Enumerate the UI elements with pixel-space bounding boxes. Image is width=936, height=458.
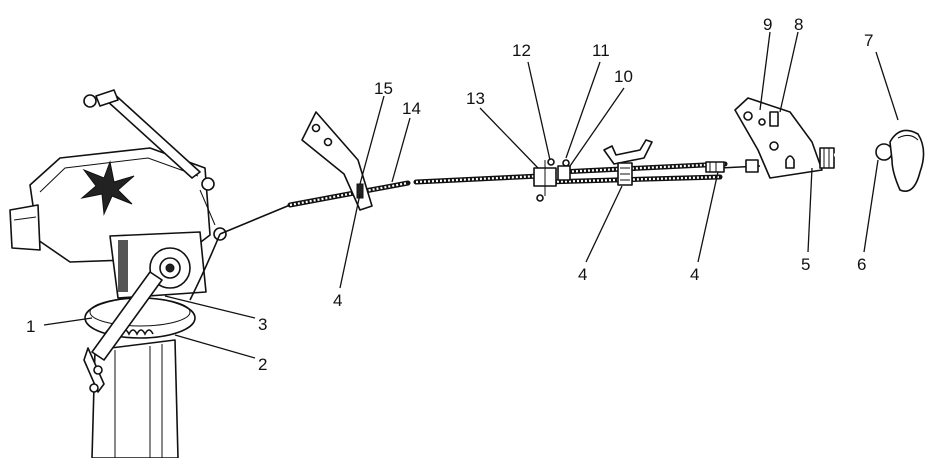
callout-15: 15 bbox=[374, 79, 393, 98]
callout-4a: 4 bbox=[333, 291, 342, 310]
star-emblem bbox=[80, 160, 135, 216]
callout-labels: 1 2 3 4 4 4 4 5 6 7 8 9 10 11 12 13 14 1… bbox=[26, 15, 873, 374]
cable-end-fitting bbox=[705, 159, 759, 173]
callout-12: 12 bbox=[512, 41, 531, 60]
callout-4b: 4 bbox=[578, 265, 587, 284]
throttle-cable bbox=[219, 161, 761, 235]
control-knob bbox=[833, 129, 925, 192]
carburetor-assembly bbox=[9, 89, 227, 458]
callout-13: 13 bbox=[466, 89, 485, 108]
callout-5: 5 bbox=[801, 255, 810, 274]
cable-clamp bbox=[533, 158, 571, 202]
callout-14: 14 bbox=[402, 99, 421, 118]
callout-7: 7 bbox=[864, 31, 873, 50]
leader-lines bbox=[43, 31, 899, 359]
callout-4c: 4 bbox=[690, 265, 699, 284]
callout-11: 11 bbox=[592, 41, 610, 60]
callout-6: 6 bbox=[857, 255, 866, 274]
callout-8: 8 bbox=[794, 15, 803, 34]
callout-3: 3 bbox=[258, 315, 267, 334]
cable-mounting-bracket bbox=[301, 111, 373, 211]
callout-10: 10 bbox=[614, 67, 633, 86]
cable-support-bracket bbox=[603, 139, 653, 186]
callout-9: 9 bbox=[763, 15, 772, 34]
callout-1: 1 bbox=[26, 317, 35, 336]
hand-control-bracket bbox=[734, 97, 835, 179]
callout-2: 2 bbox=[258, 355, 267, 374]
